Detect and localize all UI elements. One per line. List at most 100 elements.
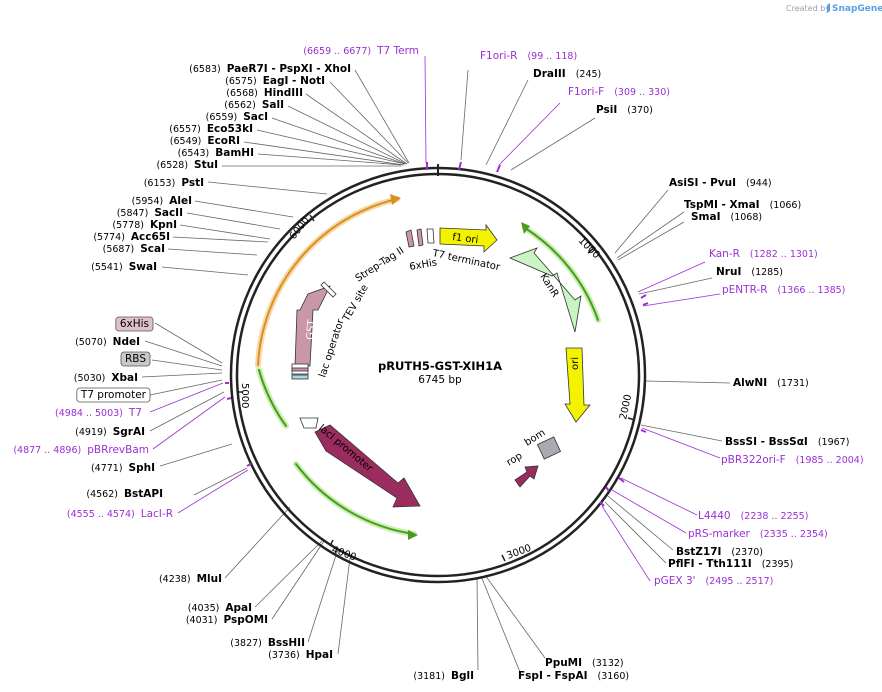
site-left-laci-r[interactable]: LacI-R(4555 .. 4574): [67, 508, 173, 520]
feature-tag-box: [115, 316, 154, 332]
snapgene-logo-icon: [827, 3, 830, 13]
site-left-ecori[interactable]: EcoRI(6549): [170, 135, 240, 147]
feature-tag-rbs[interactable]: RBS: [120, 351, 151, 367]
site-left-mlui[interactable]: MluI(4238): [159, 573, 222, 585]
site-position: (944): [746, 178, 772, 189]
site-left-alei[interactable]: AleI(5954): [132, 195, 192, 207]
site-right-f1ori-r[interactable]: F1ori-R(99 .. 118): [480, 50, 577, 62]
site-left-xbai[interactable]: XbaI(5030): [74, 372, 138, 384]
leader-lines: [141, 55, 731, 673]
site-right-pbr322ori-f[interactable]: pBR322ori-F(1985 .. 2004): [721, 454, 864, 466]
site-position: (99 .. 118): [527, 51, 577, 62]
site-right-nrui[interactable]: NruI(1285): [716, 266, 783, 278]
site-left-ndei[interactable]: NdeI(5070): [75, 336, 140, 348]
site-right-smai[interactable]: SmaI(1068): [691, 211, 762, 223]
site-right-kan-r[interactable]: Kan-R(1282 .. 1301): [709, 248, 818, 260]
site-left-sacii[interactable]: SacII(5847): [117, 207, 183, 219]
site-right-prs-marker[interactable]: pRS-marker(2335 .. 2354): [688, 528, 828, 540]
kanr-arrowhead: [521, 222, 530, 234]
site-left-acc65i[interactable]: Acc65I(5774): [93, 231, 170, 243]
site-name: StuI: [194, 159, 218, 171]
site-bottom-bgli[interactable]: BglI(3181): [413, 670, 474, 682]
tev-site-box: [320, 281, 337, 298]
site-left-psti[interactable]: PstI(6153): [144, 177, 204, 189]
site-name: Kan-R: [709, 248, 740, 260]
site-right-bstz17i[interactable]: BstZ17I(2370): [676, 546, 763, 558]
site-left-bamhi[interactable]: BamHI(6543): [178, 147, 254, 159]
site-right-l4440[interactable]: L4440(2238 .. 2255): [698, 510, 808, 522]
site-right-bsssi-bsss-i[interactable]: BssSI - BssSαI(1967): [725, 436, 849, 448]
label-tev-site: TEV site: [341, 283, 371, 324]
site-name: PflFI - Tth111I: [668, 558, 752, 570]
site-left-bsshii[interactable]: BssHII(3827): [230, 637, 305, 649]
site-left-stui[interactable]: StuI(6528): [156, 159, 218, 171]
site-position: (3181): [413, 671, 445, 682]
site-name: NdeI: [113, 336, 140, 348]
site-left-pbrrevbam[interactable]: pBRrevBam(4877 .. 4896): [13, 444, 149, 456]
site-position: (6543): [178, 148, 210, 159]
site-left-hpai[interactable]: HpaI(3736): [268, 649, 333, 661]
site-right-asisi-pvui[interactable]: AsiSI - PvuI (944): [669, 177, 772, 189]
feature-tag-label: T7 promoter: [80, 389, 147, 401]
plasmid-name: pRUTH5-GST-XIH1A: [378, 359, 502, 373]
site-position: (6562): [224, 100, 256, 111]
strep-tag-box: [405, 229, 415, 248]
site-position: (370): [627, 105, 653, 116]
site-left-swai[interactable]: SwaI(5541): [91, 261, 157, 273]
site-right-psii[interactable]: PsiI(370): [596, 104, 653, 116]
6xhis-left-box: [291, 367, 309, 372]
site-left-pspomi[interactable]: PspOMI(4031): [186, 614, 268, 626]
site-left-eagi-noti[interactable]: EagI - NotI(6575): [225, 75, 325, 87]
site-left-eco53ki[interactable]: Eco53kI(6557): [169, 123, 253, 135]
orf-arc-gst: [257, 198, 398, 366]
site-left-t7-term[interactable]: T7 Term(6659 .. 6677): [303, 45, 419, 57]
label-gst: GST: [305, 318, 318, 340]
left-site-labels: T7 Term(6659 .. 6677) PaeR7I - PspXI - Xh…: [13, 45, 419, 661]
site-left-sphi[interactable]: SphI(4771): [91, 462, 155, 474]
snapgene-logo: SnapGene: [827, 3, 882, 14]
site-right-pgex-3[interactable]: pGEX 3'(2495 .. 2517): [654, 575, 773, 587]
site-right-draiii[interactable]: DraIII(245): [533, 68, 601, 80]
site-position: (4984 .. 5003): [55, 408, 123, 419]
site-left-saci[interactable]: SacI(6559): [206, 111, 268, 123]
label-t7-terminator: T7 terminator: [430, 248, 501, 273]
site-position: (5778): [112, 220, 144, 231]
feature-tag-t7-promoter[interactable]: T7 promoter: [76, 387, 151, 403]
label-f1-ori: f1 ori: [452, 232, 479, 246]
site-name: pBRrevBam: [87, 444, 149, 456]
site-left-t7[interactable]: T7(4984 .. 5003): [55, 407, 142, 419]
site-left-paer7i-pspxi-xhoi[interactable]: PaeR7I - PspXI - XhoI(6583): [189, 63, 351, 75]
site-left-bstapi[interactable]: BstAPI(4562): [86, 488, 163, 500]
label-rop: rop: [505, 451, 525, 469]
site-name: BstAPI: [124, 488, 163, 500]
site-left-kpni[interactable]: KpnI(5778): [112, 219, 177, 231]
site-name: BstZ17I: [676, 546, 721, 558]
site-position: (245): [576, 69, 602, 80]
created-by-text: Created by: [786, 4, 830, 13]
site-position: (4035): [188, 603, 220, 614]
site-right-f1ori-f[interactable]: F1ori-F(309 .. 330): [568, 86, 670, 98]
feature-tag-6xhis[interactable]: 6xHis: [115, 316, 154, 332]
site-position: (6557): [169, 124, 201, 135]
site-left-sali[interactable]: SalI(6562): [224, 99, 284, 111]
site-name: AsiSI - PvuI: [669, 177, 736, 189]
site-bottom-ppumi[interactable]: PpuMI(3132): [545, 657, 624, 669]
site-right-tspmi-xmai[interactable]: TspMI - XmaI(1066): [684, 199, 801, 211]
tick-label-1000: 1000: [576, 235, 602, 261]
site-left-apai[interactable]: ApaI(4035): [188, 602, 252, 614]
site-right-alwni[interactable]: AlwNI(1731): [733, 377, 809, 389]
site-name: F1ori-F: [568, 86, 604, 98]
site-right-pentr-r[interactable]: pENTR-R(1366 .. 1385): [722, 284, 845, 296]
site-left-scai[interactable]: ScaI(5687): [103, 243, 165, 255]
site-name: FspI - FspAI: [518, 670, 588, 682]
site-left-sgrai[interactable]: SgrAI(4919): [75, 426, 145, 438]
site-bottom-fspi-fspai[interactable]: FspI - FspAI (3160): [518, 670, 629, 682]
site-position: (6659 .. 6677): [303, 46, 371, 57]
plasmid-size: 6745 bp: [418, 374, 462, 386]
site-position: (6568): [226, 88, 258, 99]
site-left-hindiii[interactable]: HindIII(6568): [226, 87, 303, 99]
site-position: (3160): [598, 671, 630, 682]
site-right-pflfi-tth111i[interactable]: PflFI - Tth111I(2395): [668, 558, 793, 570]
rbs-box: [291, 374, 309, 380]
